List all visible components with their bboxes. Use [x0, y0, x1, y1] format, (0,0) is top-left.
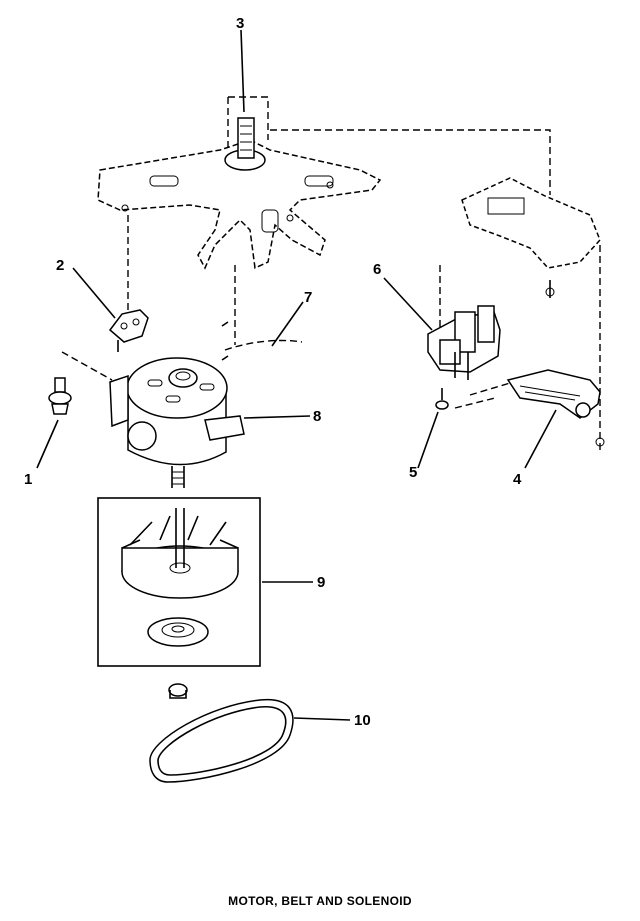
callout-9: 9	[317, 574, 325, 591]
solenoid-mounting-plate	[461, 177, 601, 298]
callout-4: 4	[513, 471, 522, 488]
assembly-dashed-guides	[61, 129, 601, 450]
callout-1: 1	[24, 471, 32, 488]
diagram-caption: MOTOR, BELT AND SOLENOID	[228, 894, 412, 908]
callout-7: 7	[304, 289, 312, 306]
pulley-nut	[168, 683, 188, 699]
part-9-fan-pulley-assembly	[97, 497, 261, 667]
part-2-motor-clip	[108, 309, 149, 352]
part-1-bolt	[48, 377, 72, 415]
callout-6: 6	[373, 261, 381, 278]
part-8-motor	[109, 357, 245, 488]
callout-3: 3	[236, 15, 244, 32]
callout-5: 5	[409, 464, 417, 481]
callout-8: 8	[313, 408, 321, 425]
callout-2: 2	[56, 257, 64, 274]
part-6-solenoid	[427, 305, 501, 380]
callout-leaders	[36, 29, 557, 721]
part-10-drive-belt	[149, 698, 294, 783]
part-4-actuator-arm	[506, 369, 605, 447]
part-7-wire-lead	[221, 321, 303, 361]
part-5-screw	[435, 388, 449, 410]
callout-10: 10	[354, 712, 371, 729]
callout-labels: 1 2 3 4 5 6 7 8 9 10	[24, 15, 522, 729]
part-3-mounting-spider	[97, 96, 382, 270]
